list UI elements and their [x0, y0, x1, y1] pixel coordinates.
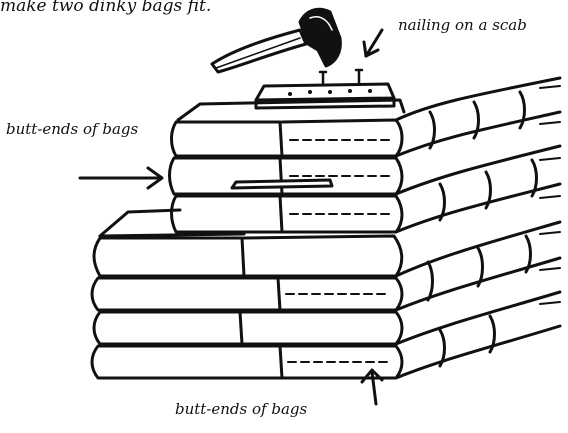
- arrow-icon: [362, 370, 382, 404]
- label-nailing-scab: nailing on a scab: [398, 16, 527, 34]
- arrow-icon: [364, 30, 382, 56]
- arrow-icon: [80, 168, 162, 188]
- hammer-icon: [212, 9, 340, 72]
- label-butt-ends-left: butt-ends of bags: [6, 120, 138, 138]
- caption-text: make two dinky bags fit.: [0, 0, 211, 16]
- label-butt-ends-bottom: butt-ends of bags: [175, 400, 307, 418]
